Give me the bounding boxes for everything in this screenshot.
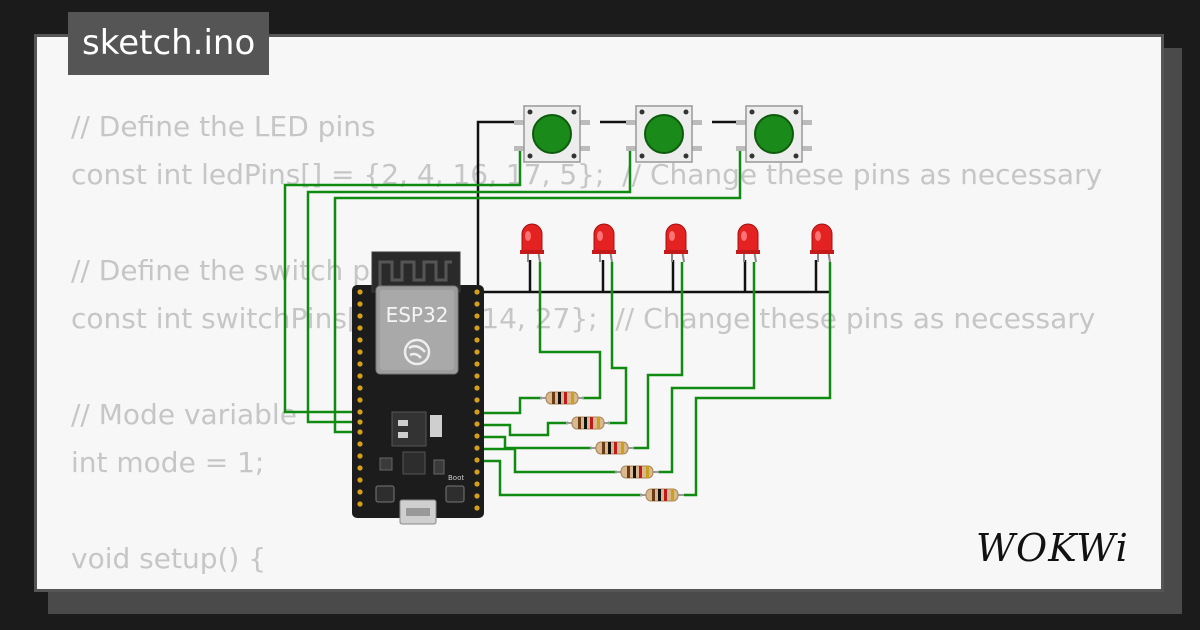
pushbutton-1[interactable] <box>514 105 590 163</box>
code-line: // Define the LED pins <box>71 110 376 143</box>
usb-chip <box>402 451 426 475</box>
antenna-trace <box>378 260 452 286</box>
file-tab[interactable]: sketch.ino <box>68 12 270 75</box>
code-editor: // Define the LED pins const int ledPins… <box>71 103 1102 583</box>
led-5[interactable] <box>810 223 834 263</box>
led-1[interactable] <box>520 223 544 263</box>
boot-label: Boot <box>448 474 464 482</box>
resistor-3[interactable] <box>590 441 634 455</box>
wokwi-logo: WOKWi <box>976 526 1129 570</box>
resistor-2[interactable] <box>566 416 610 430</box>
pushbutton-3[interactable] <box>736 105 812 163</box>
code-line: void setup() { <box>71 542 267 575</box>
resistor-4[interactable] <box>615 465 659 479</box>
voltage-regulator <box>391 411 427 447</box>
board-label: ESP32 <box>386 303 449 327</box>
resistor-5[interactable] <box>640 488 684 502</box>
code-line: int mode = 1; <box>71 446 265 479</box>
espressif-logo-icon <box>403 338 431 366</box>
esp32-board[interactable]: ESP32 Boot <box>352 251 484 525</box>
right-pin-header <box>474 289 480 511</box>
resistor-1[interactable] <box>540 391 584 405</box>
boot-button[interactable] <box>445 485 465 503</box>
led-2[interactable] <box>592 223 616 263</box>
led-3[interactable] <box>664 223 688 263</box>
en-button[interactable] <box>375 485 395 503</box>
code-line: // Mode variable <box>71 398 297 431</box>
preview-card: // Define the LED pins const int ledPins… <box>34 34 1164 592</box>
signal-wires <box>283 150 832 497</box>
led-4[interactable] <box>736 223 760 263</box>
left-pin-header <box>357 289 363 507</box>
pushbutton-2[interactable] <box>626 105 702 163</box>
